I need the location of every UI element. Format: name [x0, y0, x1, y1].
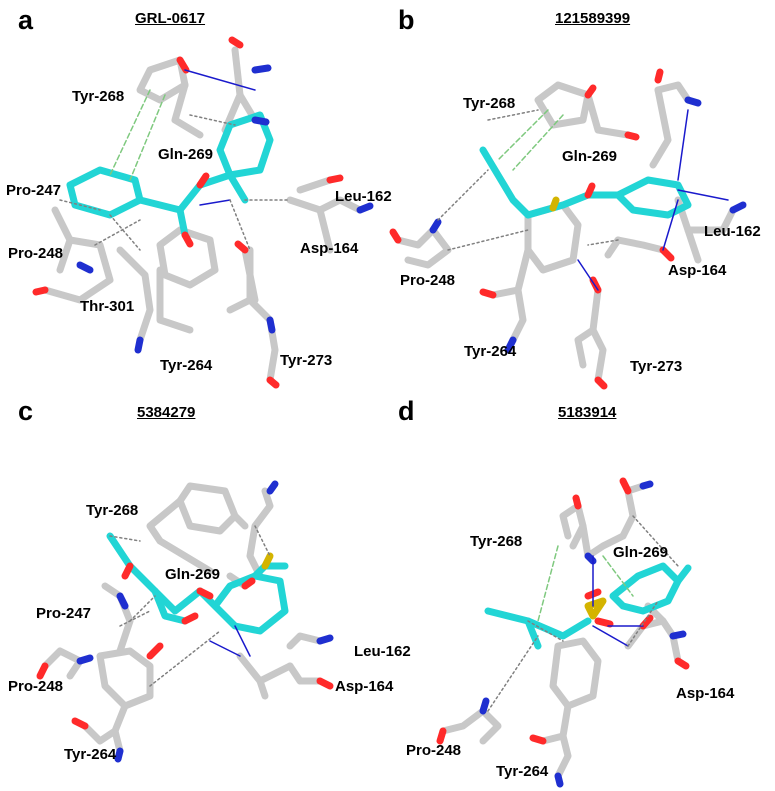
- panel-d: d 5183914 Tyr-268 Gln-269 Asp-164 Pro-24…: [388, 396, 775, 791]
- residue-label: Gln-269: [562, 148, 618, 165]
- ligand-title: 5384279: [137, 404, 196, 421]
- structure-b: [389, 68, 747, 390]
- ligand-d: [484, 562, 692, 650]
- residues-c: [41, 482, 324, 755]
- panel-letter: c: [18, 396, 34, 426]
- residue-label: Gln-269: [613, 544, 669, 561]
- panel-letter: b: [398, 5, 415, 35]
- ligand-a: [66, 111, 274, 239]
- residue-label: Pro-248: [8, 678, 64, 695]
- residue-label: Tyr-264: [64, 746, 117, 763]
- residue-label: Asp-164: [300, 240, 359, 257]
- residues-a: [41, 46, 364, 384]
- residue-label: Tyr-268: [463, 95, 516, 112]
- residue-label: Tyr-268: [470, 533, 523, 550]
- residue-label: Pro-247: [36, 605, 92, 622]
- residue-label: Leu-162: [354, 643, 411, 660]
- residues-b: [394, 81, 737, 384]
- residue-label: Tyr-264: [160, 357, 213, 374]
- ligand-title: 5183914: [558, 404, 617, 421]
- panel-letter: d: [398, 396, 415, 426]
- residue-label: Tyr-264: [464, 343, 517, 360]
- panel-b: b 121589399 Tyr-268 Gln-269 Leu-162 Pro-…: [388, 0, 775, 395]
- ligand-title: GRL-0617: [135, 10, 206, 27]
- ligand-b: [479, 146, 692, 219]
- residue-label: Tyr-264: [496, 763, 549, 780]
- residue-label: Gln-269: [158, 146, 214, 163]
- residue-label: Gln-269: [165, 566, 221, 583]
- residue-label: Pro-248: [400, 272, 456, 289]
- residue-label: Asp-164: [676, 685, 735, 702]
- panel-letter: a: [18, 5, 34, 35]
- residue-label: Leu-162: [704, 223, 761, 240]
- panel-c: c 5384279 Tyr-268 Gln-269 Pro-247 Leu-16…: [0, 396, 411, 791]
- ligand-title: 121589399: [555, 10, 631, 27]
- residue-label: Pro-248: [8, 245, 64, 262]
- structure-d: [436, 477, 692, 788]
- residue-label: Asp-164: [668, 262, 727, 279]
- residue-label: Pro-248: [406, 742, 462, 759]
- structure-c: [36, 480, 334, 763]
- residue-label: Tyr-268: [86, 502, 139, 519]
- residue-label: Tyr-273: [280, 352, 333, 369]
- residue-label: Tyr-268: [72, 88, 125, 105]
- residue-label: Pro-247: [6, 182, 62, 199]
- residue-label: Leu-162: [335, 188, 392, 205]
- residue-label: Thr-301: [80, 298, 135, 315]
- residue-label: Asp-164: [335, 678, 394, 695]
- structure-a: [32, 36, 374, 389]
- residues-d: [439, 482, 682, 780]
- residue-label: Tyr-273: [630, 358, 683, 375]
- panel-a: a GRL-0617 Tyr-268 Gln-269 Pro-247 Leu-1…: [0, 0, 392, 395]
